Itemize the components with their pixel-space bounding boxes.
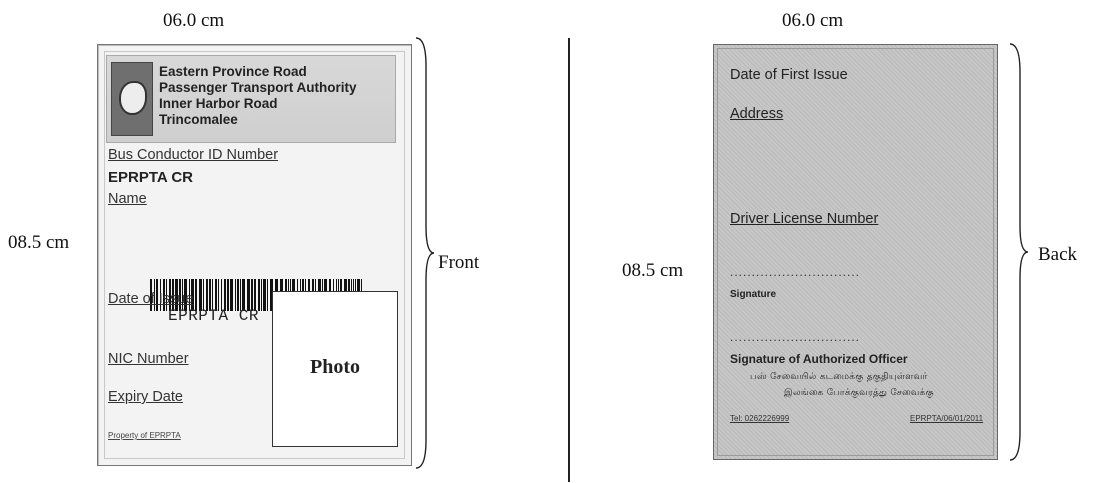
date-of-first-issue-label: Date of First Issue — [730, 67, 848, 83]
signature-line: .............................. — [730, 265, 861, 279]
back-label: Back — [1038, 244, 1078, 265]
back-width-dimension: 06.0 cm — [782, 10, 844, 31]
tamil-text-line-2: இலங்கை போக்குவரத்து சேவைக்கு — [784, 388, 934, 398]
authority-logo-icon — [111, 62, 153, 136]
front-brace-icon — [415, 37, 435, 469]
expiry-date-label: Expiry Date — [108, 389, 183, 405]
logo-emblem-icon — [119, 81, 147, 115]
card-code-text: EPRPTA/06/01/2011 — [910, 414, 984, 423]
back-card-inner-border — [717, 48, 994, 456]
back-height-dimension: 08.5 cm — [622, 260, 684, 281]
authority-line-4: Trincomalee — [159, 112, 238, 127]
back-card: Date of First Issue Address Driver Licen… — [713, 44, 998, 460]
photo-placeholder: Photo — [272, 291, 398, 447]
barcode-text: EPRPTA CR — [168, 307, 259, 325]
telephone-text: Tel: 0262226999 — [730, 414, 790, 423]
photo-label: Photo — [310, 356, 360, 378]
officer-signature-label: Signature of Authorized Officer — [730, 352, 908, 366]
front-card: Eastern Province Road Passenger Transpor… — [97, 44, 412, 466]
tamil-text-line-1: பஸ் சேவையில் கடமைக்கு தகுதியுள்ளவர் — [750, 372, 928, 382]
authority-line-3: Inner Harbor Road — [159, 96, 278, 111]
authority-line-2: Passenger Transport Authority — [159, 80, 357, 95]
nic-number-label: NIC Number — [108, 351, 189, 367]
id-number-value: EPRPTA CR — [108, 169, 194, 186]
date-of-issue-label: Date of Issue — [108, 291, 194, 307]
front-height-dimension: 08.5 cm — [8, 232, 70, 253]
name-label: Name — [108, 191, 147, 207]
center-divider — [568, 38, 570, 482]
property-text: Property of EPRPTA — [108, 431, 181, 440]
signature-label: Signature — [730, 289, 777, 300]
authority-header: Eastern Province Road Passenger Transpor… — [106, 55, 396, 143]
back-brace-icon — [1009, 43, 1029, 461]
front-label: Front — [438, 252, 480, 273]
officer-signature-line: .............................. — [730, 330, 861, 344]
front-width-dimension: 06.0 cm — [163, 10, 225, 31]
id-number-label: Bus Conductor ID Number — [108, 147, 279, 163]
front-card-inner-border — [104, 51, 405, 459]
authority-line-1: Eastern Province Road — [159, 64, 307, 79]
address-label: Address — [730, 106, 784, 122]
driver-license-label: Driver License Number — [730, 211, 879, 227]
